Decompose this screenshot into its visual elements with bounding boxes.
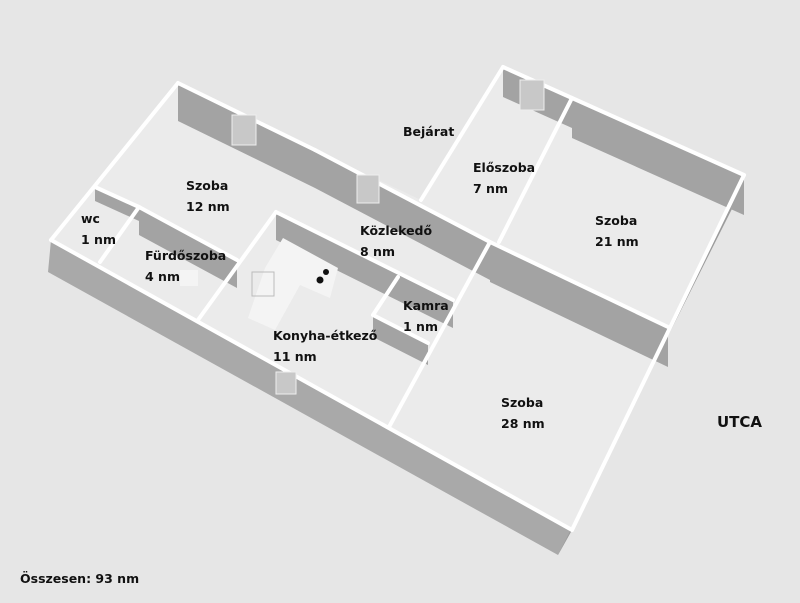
wall-face	[276, 212, 453, 328]
wall-top	[488, 240, 670, 329]
wall-top	[274, 210, 455, 302]
wall-face	[139, 207, 237, 288]
wall-top	[570, 96, 746, 177]
wall-top	[98, 205, 141, 264]
wall-top	[387, 240, 492, 429]
stove-burner	[323, 269, 329, 275]
wall-top	[49, 238, 574, 532]
wall-top	[497, 96, 574, 244]
wall-top	[93, 185, 141, 209]
wall-faces	[95, 67, 744, 367]
wall-top	[313, 148, 492, 244]
wall-face	[572, 98, 744, 215]
wall-tops	[49, 65, 746, 532]
wall-top	[371, 313, 430, 345]
window	[356, 174, 380, 204]
wall-top	[137, 205, 239, 262]
street-label: UTCA	[717, 413, 763, 431]
front-wall-face	[48, 240, 572, 555]
stove-burner	[316, 276, 324, 284]
bath-sink	[180, 270, 198, 286]
wall-top	[371, 275, 400, 317]
wall-top	[49, 81, 180, 242]
total-area-label: Összesen: 93 nm	[20, 571, 140, 586]
wall-top	[419, 65, 505, 202]
wall-top	[196, 210, 278, 322]
wall-top	[570, 173, 746, 532]
sink	[251, 271, 275, 297]
wall-face	[373, 315, 428, 365]
window	[231, 114, 257, 146]
wall-face	[490, 242, 668, 367]
kitchen-counter	[248, 238, 338, 330]
window	[519, 79, 545, 111]
window	[275, 371, 297, 395]
wall-face	[95, 187, 139, 221]
entrance-label: Bejárat	[403, 124, 455, 139]
